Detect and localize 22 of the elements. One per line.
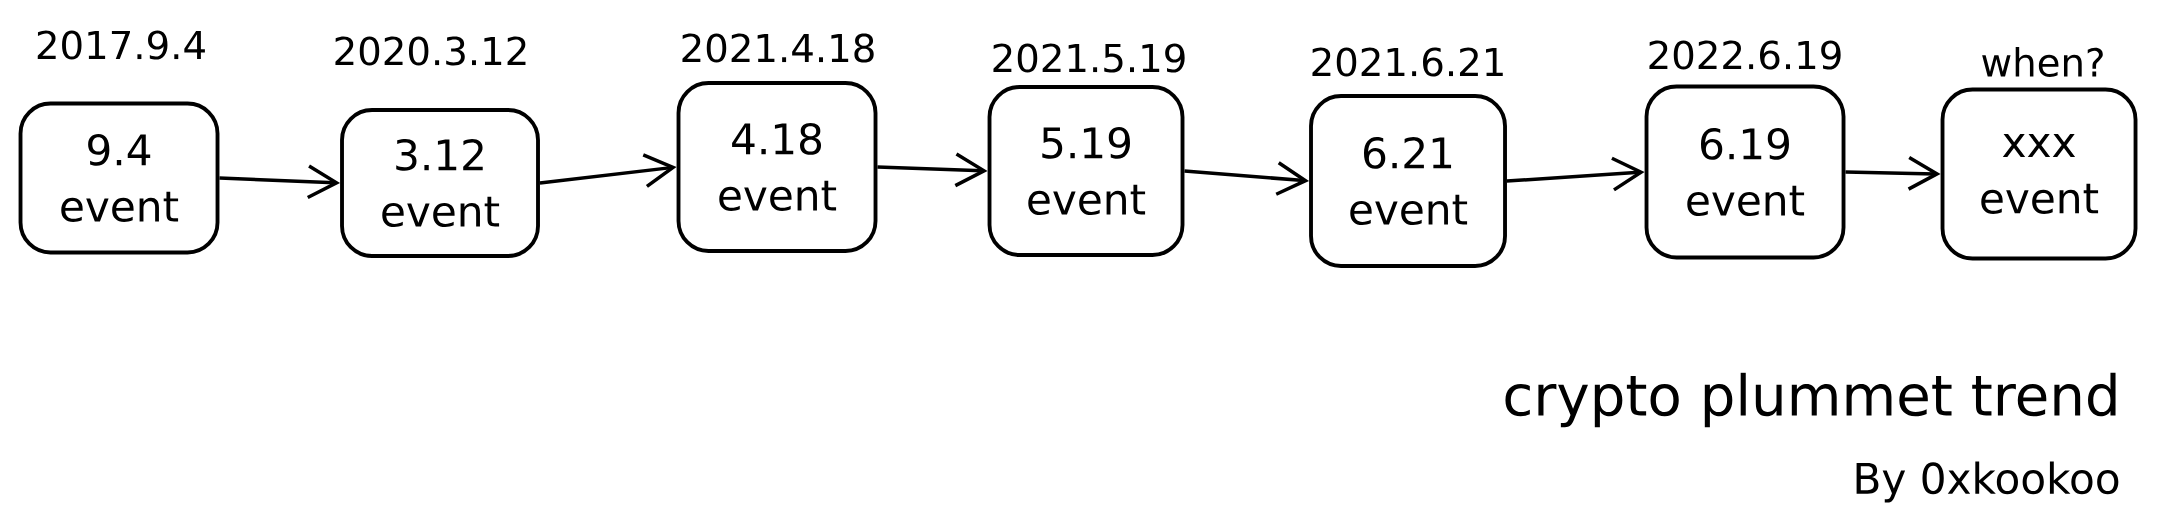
event-box: 6.21 event bbox=[1309, 94, 1507, 268]
event-box: 9.4 event bbox=[18, 101, 220, 255]
date-label: when? bbox=[1982, 47, 2103, 77]
event-box: 6.19 event bbox=[1644, 84, 1846, 260]
date-label: 2021.6.21 bbox=[1312, 47, 1503, 77]
date-label: 2020.3.12 bbox=[335, 36, 526, 66]
arrow bbox=[877, 152, 988, 188]
date-label: 2022.6.19 bbox=[1649, 40, 1841, 70]
event-box: 3.12 event bbox=[340, 108, 540, 258]
arrow bbox=[1506, 156, 1645, 192]
arrow bbox=[1845, 156, 1941, 191]
author-credit: By 0xkookoo bbox=[1856, 461, 2119, 503]
event-box: 4.18 event bbox=[676, 81, 878, 253]
diagram-title: crypto plummet trend bbox=[1505, 372, 2116, 428]
date-label: 2021.5.19 bbox=[993, 43, 1185, 73]
date-label: 2017.9.4 bbox=[37, 30, 205, 60]
event-box: xxx event bbox=[1940, 87, 2138, 261]
date-label: 2021.4.18 bbox=[682, 33, 874, 63]
arrow bbox=[1184, 161, 1310, 196]
arrow bbox=[219, 164, 341, 200]
event-box: 5.19 event bbox=[987, 85, 1185, 257]
arrow bbox=[539, 153, 677, 188]
